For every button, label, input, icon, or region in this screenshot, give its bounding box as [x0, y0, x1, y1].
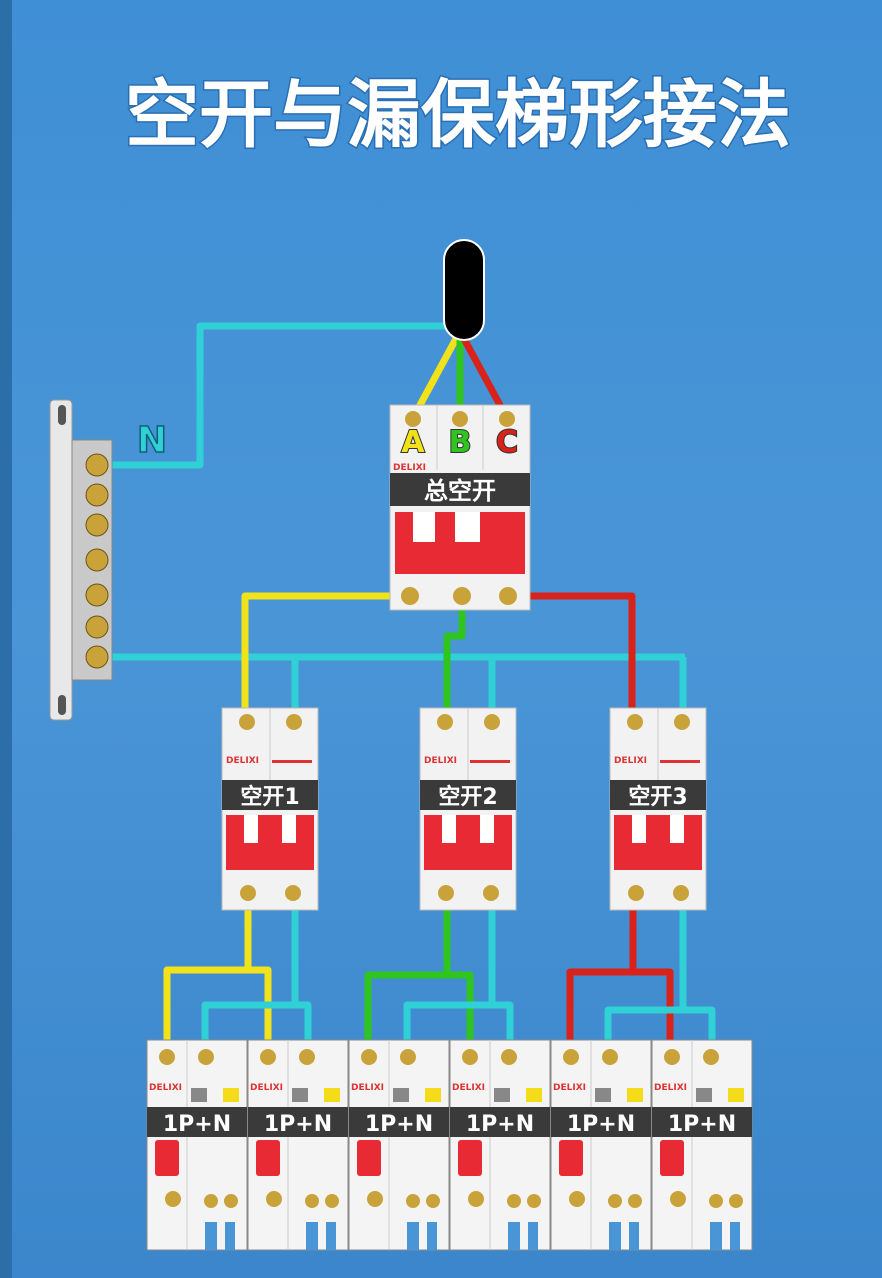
phase-a-feed [409, 333, 462, 420]
indicator [425, 1088, 441, 1102]
test-button[interactable] [595, 1088, 611, 1102]
rcd-breaker-label: 1P+N [466, 1112, 534, 1137]
brand-label: DELIXI [654, 1083, 687, 1093]
diagram-title: 空开与漏保梯形接法 [125, 72, 791, 158]
brand-label: DELIXI [553, 1083, 586, 1093]
phase-a-label: A [401, 425, 425, 460]
phase-c-wire [508, 592, 636, 722]
test-button[interactable] [696, 1088, 712, 1102]
sub-breaker-toggle [614, 815, 702, 870]
phase-c-label: C [496, 425, 518, 460]
rcd-breaker-5: DELIXI 1P+N [550, 1039, 652, 1251]
rcd-breaker-4: DELIXI 1P+N [449, 1039, 551, 1251]
sub-breaker-label: 空开2 [438, 784, 497, 810]
rcd-breaker-3: DELIXI 1P+N [348, 1039, 450, 1251]
brand-label: DELIXI [226, 756, 259, 766]
rcd-breaker-1: DELIXI 1P+N [146, 1039, 248, 1251]
neutral-busbar [49, 399, 113, 721]
rcd-breaker-label: 1P+N [365, 1112, 433, 1137]
sub-breaker-2: DELIXI 空开2 [419, 707, 517, 911]
test-button[interactable] [393, 1088, 409, 1102]
rcd-breaker-label: 1P+N [668, 1112, 736, 1137]
sub-breaker-label: 空开1 [240, 784, 299, 810]
rcd-toggle[interactable] [660, 1140, 684, 1176]
phase-a-wire [241, 592, 410, 722]
rcd-breaker-6: DELIXI 1P+N [651, 1039, 753, 1251]
left-edge [0, 0, 12, 1278]
phase-b-wire [443, 596, 466, 722]
phase-c-feed [458, 333, 511, 420]
main-breaker-label: 总空开 [424, 477, 496, 505]
phase-b-label: B [449, 425, 472, 460]
rcd-toggle[interactable] [357, 1140, 381, 1176]
rcd-toggle[interactable] [256, 1140, 280, 1176]
brand-label: DELIXI [614, 756, 647, 766]
neutral-wire-main [100, 322, 452, 469]
brand-label: DELIXI [250, 1083, 283, 1093]
indicator [324, 1088, 340, 1102]
indicator [627, 1088, 643, 1102]
power-cable [443, 239, 485, 341]
sub-breaker-toggle [424, 815, 512, 870]
main-breaker: A B C DELIXI 总空开 [389, 404, 531, 611]
rcd-breaker-label: 1P+N [163, 1112, 231, 1137]
test-button[interactable] [292, 1088, 308, 1102]
brand-label: DELIXI [149, 1083, 182, 1093]
rcd-toggle[interactable] [155, 1140, 179, 1176]
brand-label: DELIXI [424, 756, 457, 766]
indicator [526, 1088, 542, 1102]
sub-breaker-label: 空开3 [628, 784, 687, 810]
neutral-label: N [137, 420, 167, 461]
sub-breaker-1: DELIXI 空开1 [221, 707, 319, 911]
indicator [223, 1088, 239, 1102]
test-button[interactable] [494, 1088, 510, 1102]
rcd-breaker-label: 1P+N [567, 1112, 635, 1137]
rcd-toggle[interactable] [559, 1140, 583, 1176]
brand-label: DELIXI [351, 1083, 384, 1093]
sub-breaker-3: DELIXI 空开3 [609, 707, 707, 911]
sub-breaker-toggle [226, 815, 314, 870]
rcd-breaker-label: 1P+N [264, 1112, 332, 1137]
brand-label: DELIXI [393, 463, 426, 473]
brand-label: DELIXI [452, 1083, 485, 1093]
rcd-toggle[interactable] [458, 1140, 482, 1176]
test-button[interactable] [191, 1088, 207, 1102]
rcd-breaker-2: DELIXI 1P+N [247, 1039, 349, 1251]
indicator [728, 1088, 744, 1102]
